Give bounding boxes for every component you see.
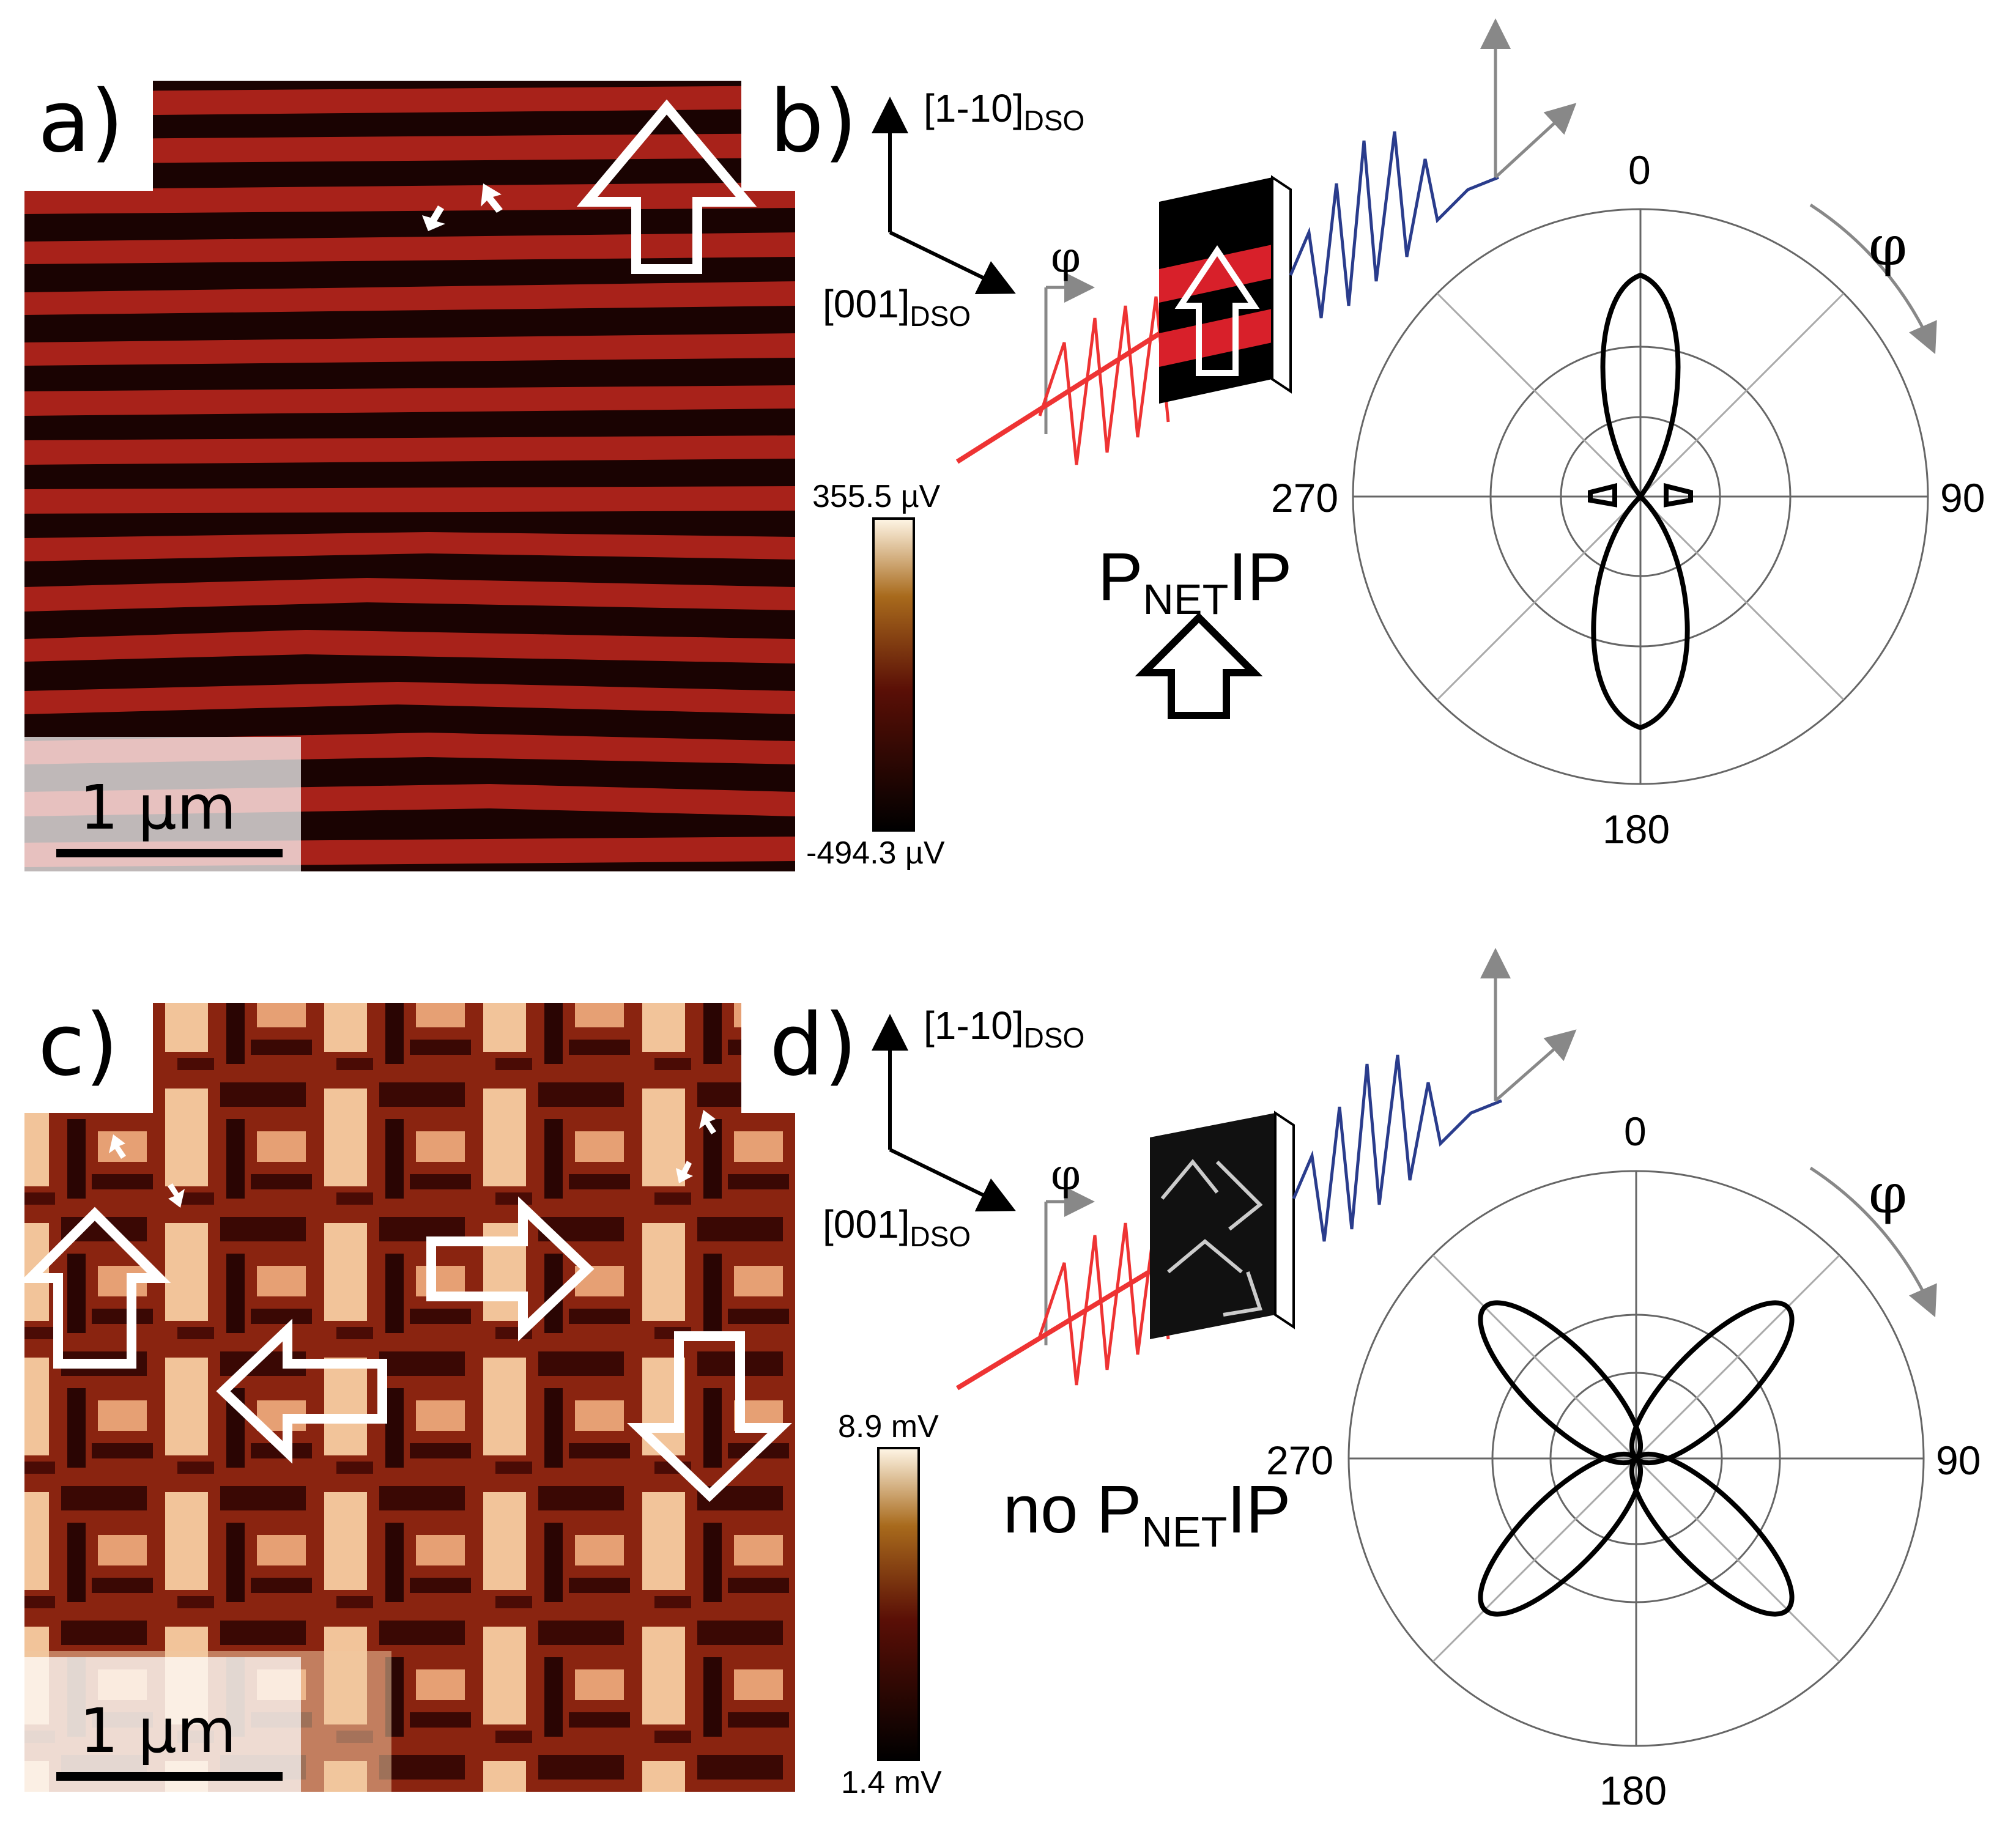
panel-b-axes	[872, 97, 1016, 294]
panel-d-polar-0: 0	[1624, 1109, 1647, 1154]
panel-b-polar-90: 90	[1940, 475, 1985, 520]
panel-d-axis-up-label: [1-10]DSO	[924, 1004, 1085, 1054]
arrow-up	[18, 1207, 171, 1369]
panel-d-phi-label: φ	[1051, 1150, 1081, 1200]
panel-d-output-axes	[1480, 948, 1577, 1102]
panel-label-a: a)	[38, 72, 124, 172]
panel-c-scale-label: 1 µm	[80, 1695, 237, 1767]
panel-d-colorbar	[877, 1447, 920, 1761]
panel-b-colorbar-min: -494.3 µV	[806, 835, 945, 871]
panel-b-incident-beam	[955, 322, 1176, 464]
panel-d-polar-180: 180	[1599, 1768, 1667, 1813]
panel-b-colorbar	[872, 517, 915, 832]
panel-a-scale-label: 1 µm	[80, 772, 237, 843]
panel-d-polar-phi-arc	[1809, 1166, 1937, 1318]
panel-d-sample-cube	[1150, 1111, 1295, 1339]
panel-label-c: c)	[38, 996, 119, 1095]
arrow-left	[216, 1318, 387, 1464]
panel-b-polar-phi: φ	[1869, 214, 1908, 278]
panel-d-incident-beam	[955, 1254, 1176, 1391]
panel-d-polar-curve	[1478, 1300, 1795, 1617]
panel-d-polar-90: 90	[1936, 1438, 1981, 1483]
panel-b-sample-cube	[1159, 175, 1292, 404]
panel-b-phi-bracket	[1044, 272, 1095, 434]
panel-a-scale-bar	[56, 849, 283, 857]
panel-d-axis-side-label: [001]DSO	[823, 1202, 971, 1252]
panel-a-small-arrows	[422, 183, 503, 231]
panel-d-axes	[872, 1014, 1016, 1211]
panel-a-pfm-image	[24, 81, 795, 871]
panel-a-large-up-arrow	[576, 99, 757, 274]
panel-d-emitted-wave	[1292, 1054, 1502, 1242]
panel-b-polar-curve	[1588, 272, 1693, 731]
panel-b-polar-phi-arc	[1809, 203, 1937, 355]
panel-b-emitted-wave	[1289, 131, 1499, 319]
arrow-down	[627, 1331, 792, 1502]
panel-b-axis-side-label: [001]DSO	[823, 282, 971, 332]
panel-d-pnet-label: no PNETIP	[1003, 1472, 1291, 1556]
panel-d-colorbar-min: 1.4 mV	[841, 1765, 942, 1800]
panel-b-net-arrow	[1135, 612, 1263, 719]
panel-b-polar-0: 0	[1628, 147, 1651, 193]
arrow-right	[426, 1196, 595, 1342]
panel-b-output-axes	[1480, 18, 1577, 179]
panel-b-phi-label: φ	[1051, 232, 1081, 283]
panel-c-scale-bar	[56, 1772, 283, 1781]
panel-c-white-arrows	[18, 1196, 792, 1502]
panel-c-small-arrows	[109, 1110, 716, 1208]
panel-d-colorbar-max: 8.9 mV	[838, 1409, 939, 1444]
panel-d-polar-270: 270	[1266, 1438, 1334, 1483]
panel-b-polar-180: 180	[1603, 807, 1670, 852]
panel-b-axis-up-label: [1-10]DSO	[924, 86, 1085, 136]
panel-b-polar-270: 270	[1271, 475, 1339, 520]
panel-d-polar-phi: φ	[1869, 1162, 1908, 1226]
panel-b-colorbar-max: 355.5 µV	[812, 479, 941, 514]
panel-b-pnet-label: PNETIP	[1098, 539, 1292, 623]
panel-label-b: b)	[769, 72, 858, 172]
panel-c-scale-box	[24, 1657, 301, 1792]
panel-b-incident-wave	[1038, 296, 1170, 465]
panel-label-d: d)	[769, 996, 858, 1095]
